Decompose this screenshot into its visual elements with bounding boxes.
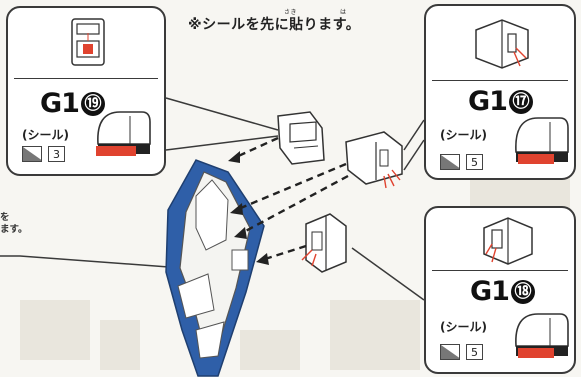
sticker-part-illustration: [515, 117, 569, 164]
arrowhead-g19: [228, 151, 240, 163]
part-code-text: G1: [468, 86, 508, 117]
sticker-quantity: 3: [48, 146, 65, 162]
seal-label: (シール): [440, 320, 487, 334]
main-blue-part: [165, 159, 265, 377]
assembly-arrow-g17-upper: [235, 162, 347, 212]
seal-type-icon: [440, 344, 460, 360]
leader-line-g17: [403, 119, 425, 151]
leader-line-left: [0, 255, 183, 269]
sticker-first-note-text: ※シールを先に貼ります。: [188, 17, 361, 33]
arrowhead-g18: [256, 253, 269, 265]
part-g18-piece: [301, 213, 347, 273]
assembly-arrow-g18: [261, 244, 307, 262]
assembly-arrow-g19: [233, 136, 279, 160]
seal-label: (シール): [22, 128, 69, 142]
seal-type-icon: [22, 146, 42, 162]
part-g19-piece: [277, 111, 325, 165]
left-note-line2: ます。: [0, 224, 28, 235]
part-code-text: G1: [470, 276, 510, 307]
seal-type-icon: [440, 154, 460, 170]
seal-label: (シール): [440, 128, 487, 142]
left-instruction-note: を ます。: [0, 212, 28, 236]
sticker-location-illustration: [475, 19, 529, 69]
arrowhead-g17-upper: [230, 203, 243, 215]
sticker-location-illustration: [483, 217, 533, 265]
part-number-badge: ⑰: [508, 90, 533, 114]
ruby-saki: さき: [284, 9, 298, 16]
arrowhead-g17-lower: [234, 227, 247, 239]
leader-line-g17-lower: [403, 139, 425, 171]
sticker-quantity: 5: [466, 344, 483, 360]
sticker-quantity: 5: [466, 154, 483, 170]
part-code-text: G1: [40, 88, 80, 119]
sticker-part-illustration: [515, 313, 569, 358]
left-note-line1: を: [0, 212, 10, 223]
part-number-badge: ⑱: [510, 280, 535, 304]
ruby-ha: は: [340, 9, 347, 16]
assembly-arrow-g17-lower: [239, 174, 349, 236]
sticker-location-illustration: [71, 18, 105, 66]
sticker-part-illustration: [96, 111, 151, 156]
sticker-first-note: さき は ※シールを先に貼ります。: [188, 9, 361, 34]
leader-line-g18: [351, 247, 425, 301]
part-number-badge: ⑲: [80, 92, 105, 116]
leader-line-g19-lower: [165, 135, 279, 151]
part-g17-piece: [345, 131, 403, 189]
leader-line-g19: [165, 97, 279, 131]
